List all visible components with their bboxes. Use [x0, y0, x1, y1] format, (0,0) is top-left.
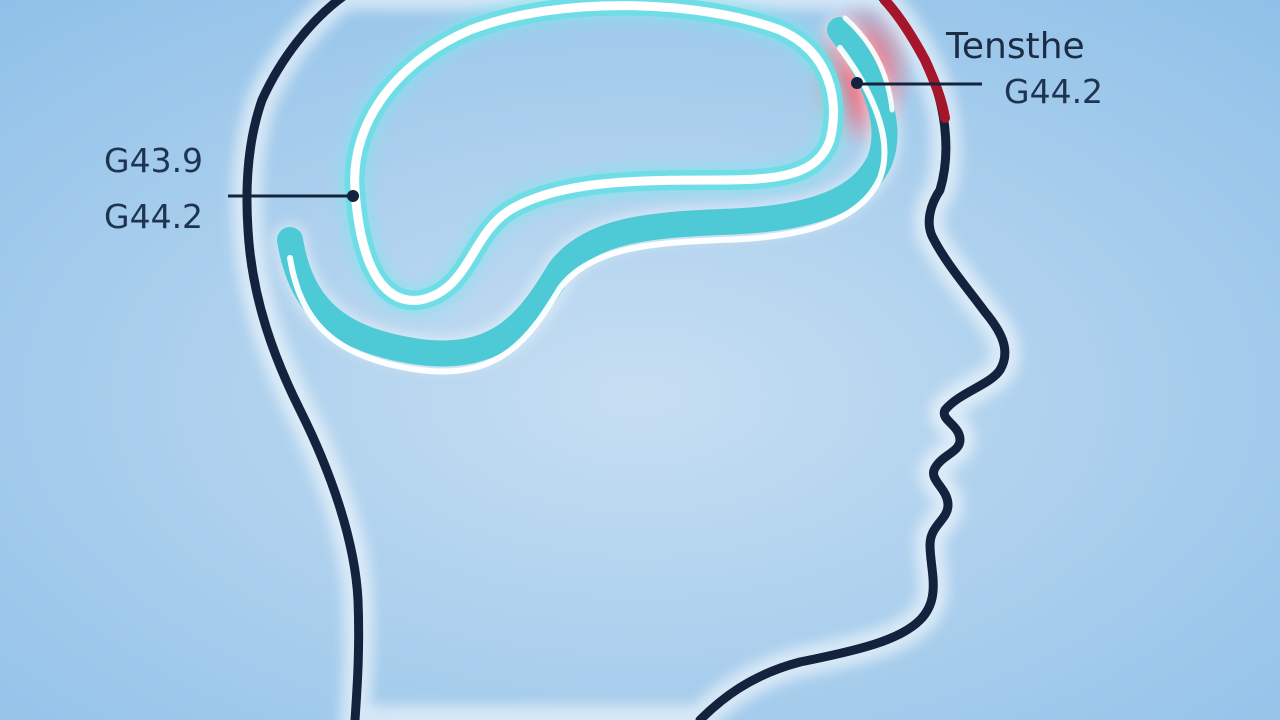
right-leader-dot — [851, 77, 863, 89]
head-profile-icon — [242, 0, 1010, 720]
left-label-line1: G43.9 — [104, 141, 203, 180]
brain-band-edge — [287, 45, 888, 375]
head-outline-hotspot-segment — [880, 0, 950, 123]
right-label-line1: Tensthe — [945, 26, 1085, 67]
hotspot-accent-stroke — [842, 15, 895, 113]
right-label-line2: G44.2 — [1004, 72, 1103, 111]
brain-loop-core — [350, 1, 838, 305]
left-leader-dot — [347, 190, 359, 202]
left-label-line2: G44.2 — [104, 197, 203, 236]
